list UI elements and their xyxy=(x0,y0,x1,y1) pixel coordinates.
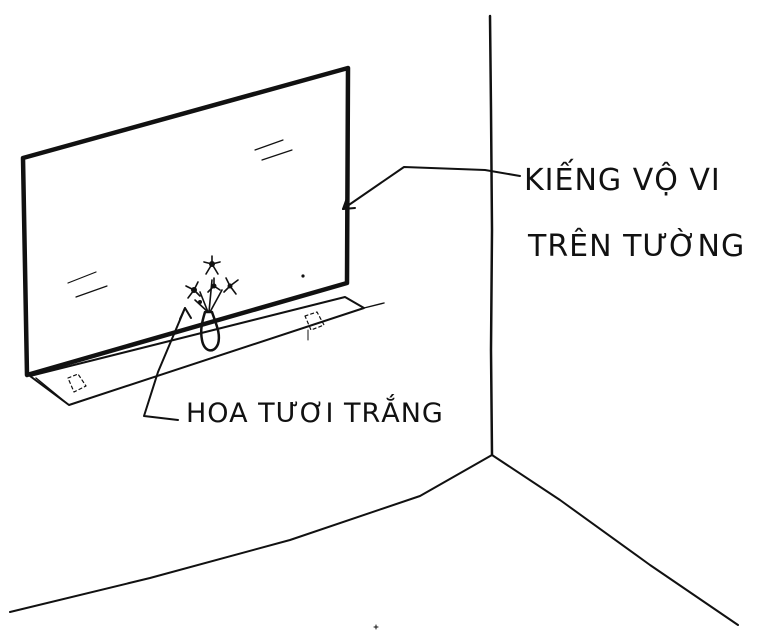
shelf-front-edge xyxy=(35,302,385,406)
mirror-frame xyxy=(20,65,351,378)
mirror-leader-line xyxy=(342,166,521,210)
mirror-speck xyxy=(301,274,305,278)
mirror-label-line-2: TRÊN TƯỜNG xyxy=(528,229,746,264)
mirror-glint-top xyxy=(254,139,293,161)
mirror-glint-bottom xyxy=(67,271,108,298)
floor-line-right xyxy=(491,454,739,626)
flower-stems xyxy=(194,279,223,313)
wall-corner-line xyxy=(488,14,494,457)
mirror-label-line-1: KIẾNG VỘ VI xyxy=(524,163,721,198)
floor-line-left xyxy=(9,454,493,613)
flowers-label: HOA TƯƠI TRẮNG xyxy=(186,398,444,429)
shelf-bracket-left xyxy=(67,373,87,393)
shelf-bracket-right xyxy=(304,311,325,331)
mirror-arrowhead xyxy=(342,197,356,210)
flowers-leader-line xyxy=(143,307,186,421)
flower-vase xyxy=(199,310,221,352)
white-flowers xyxy=(185,255,239,304)
flowers-arrowhead xyxy=(179,307,192,320)
stray-mark xyxy=(373,624,379,630)
